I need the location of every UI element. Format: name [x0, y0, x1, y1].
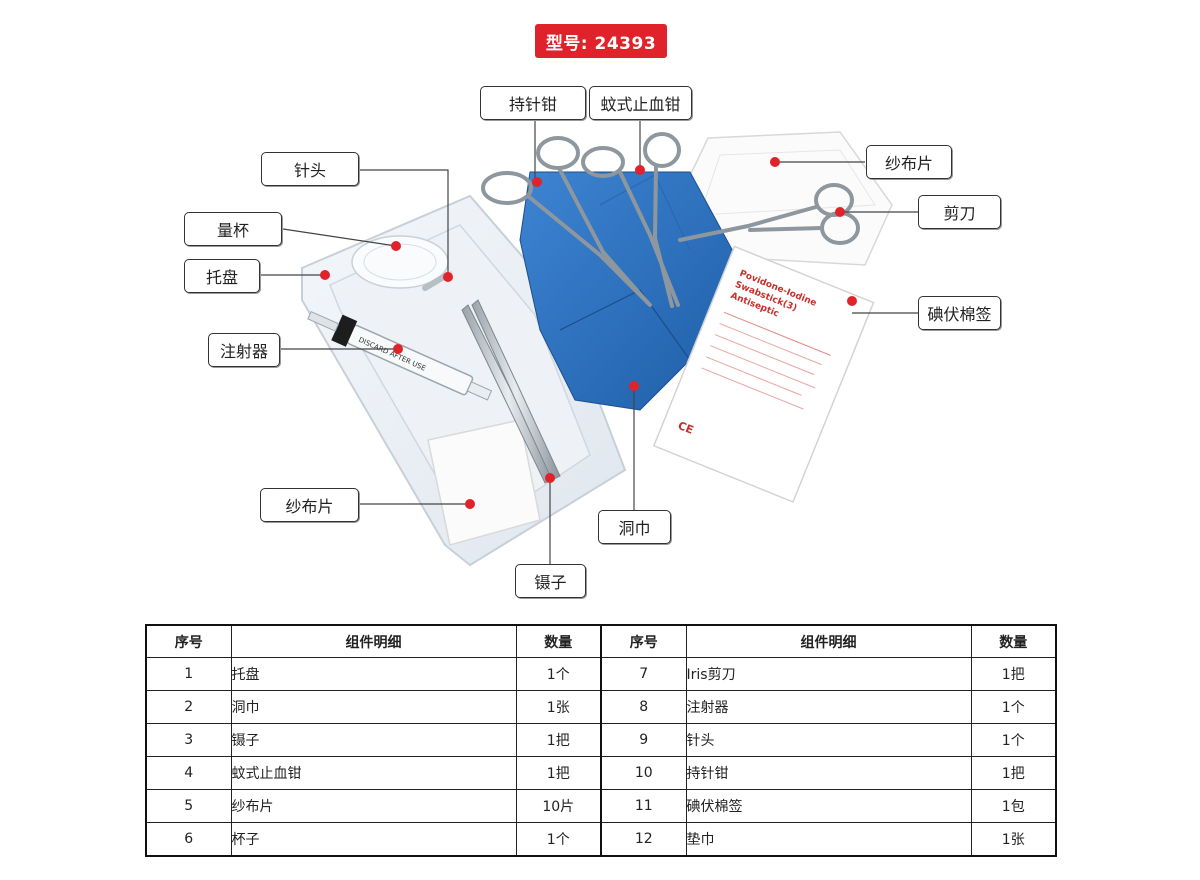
callout-tray: 托盘 — [184, 259, 260, 293]
callout-swabsticks: 碘伏棉签 — [918, 296, 1001, 330]
cell-component: 洞巾 — [230, 690, 517, 724]
cell-quantity: 1把 — [515, 723, 602, 757]
cell-quantity: 1个 — [515, 822, 602, 857]
table-row: 1 托盘 1个 7 Iris剪刀 1把 — [145, 657, 1057, 691]
callout-scissors: 剪刀 — [918, 195, 1001, 229]
cell-quantity: 1把 — [970, 657, 1057, 691]
cell-component: 持针钳 — [685, 756, 972, 790]
cell-quantity: 1个 — [970, 690, 1057, 724]
cell-index: 3 — [145, 723, 232, 757]
cell-quantity: 10片 — [515, 789, 602, 823]
cell-index: 5 — [145, 789, 232, 823]
swabstick-package: Povidone-Iodine Swabstick(3) Antiseptic … — [652, 245, 875, 503]
cell-component: 垫巾 — [685, 822, 972, 857]
cell-quantity: 1个 — [970, 723, 1057, 757]
mosquito-forceps-shape — [581, 132, 681, 308]
callout-gauze-top: 纱布片 — [866, 145, 952, 179]
callout-measuring-cup: 量杯 — [184, 212, 282, 246]
table-row: 3 镊子 1把 9 针头 1个 — [145, 723, 1057, 757]
cell-index: 4 — [145, 756, 232, 790]
header-component-right: 组件明细 — [685, 624, 972, 658]
table-row: 5 纱布片 10片 11 碘伏棉签 1包 — [145, 789, 1057, 823]
table-header-row: 序号 组件明细 数量 序号 组件明细 数量 — [145, 624, 1057, 658]
cell-component: 杯子 — [230, 822, 517, 857]
model-number-badge: 型号: 24393 — [535, 24, 667, 58]
cell-index: 6 — [145, 822, 232, 857]
callout-tweezers: 镊子 — [515, 564, 586, 598]
table-row: 2 洞巾 1张 8 注射器 1个 — [145, 690, 1057, 724]
callout-mosquito-forceps: 蚊式止血钳 — [589, 86, 692, 120]
product-illustration: Povidone-Iodine Swabstick(3) Antiseptic … — [259, 120, 918, 567]
header-quantity-right: 数量 — [970, 624, 1057, 658]
callout-drape: 洞巾 — [598, 510, 671, 544]
cell-component: 蚊式止血钳 — [230, 756, 517, 790]
cell-component: 注射器 — [685, 690, 972, 724]
cell-component: Iris剪刀 — [685, 657, 972, 691]
tweezers-shape — [461, 299, 561, 484]
cell-quantity: 1张 — [970, 822, 1057, 857]
cell-component: 针头 — [685, 723, 972, 757]
cell-component: 碘伏棉签 — [685, 789, 972, 823]
cell-index: 7 — [600, 657, 687, 691]
header-quantity-left: 数量 — [515, 624, 602, 658]
cell-index: 10 — [600, 756, 687, 790]
cell-index: 11 — [600, 789, 687, 823]
callout-needle: 针头 — [261, 152, 359, 186]
cell-quantity: 1把 — [515, 756, 602, 790]
gauze-shapes — [427, 131, 893, 546]
cell-component: 镊子 — [230, 723, 517, 757]
cell-quantity: 1把 — [970, 756, 1057, 790]
cell-component: 托盘 — [230, 657, 517, 691]
header-index-left: 序号 — [145, 624, 232, 658]
leader-lines — [259, 120, 918, 564]
components-table: 序号 组件明细 数量 序号 组件明细 数量 1 托盘 1个 7 Iris剪刀 1… — [145, 624, 1057, 857]
header-index-right: 序号 — [600, 624, 687, 658]
ce-mark: CE — [676, 419, 695, 437]
cell-index: 1 — [145, 657, 232, 691]
product-figure: Povidone-Iodine Swabstick(3) Antiseptic … — [184, 86, 1001, 598]
cell-quantity: 1包 — [970, 789, 1057, 823]
scissors-shape — [678, 183, 860, 245]
cell-quantity: 1张 — [515, 690, 602, 724]
header-component-left: 组件明细 — [230, 624, 517, 658]
table-row: 6 杯子 1个 12 垫巾 1张 — [145, 822, 1057, 857]
table-row: 4 蚊式止血钳 1把 10 持针钳 1把 — [145, 756, 1057, 790]
marker-dots — [320, 157, 857, 509]
cell-index: 8 — [600, 690, 687, 724]
cell-quantity: 1个 — [515, 657, 602, 691]
callout-needle-holder: 持针钳 — [480, 86, 586, 120]
cell-component: 纱布片 — [230, 789, 517, 823]
callout-gauze-bottom: 纱布片 — [260, 488, 359, 522]
callout-syringe: 注射器 — [208, 333, 280, 367]
cell-index: 9 — [600, 723, 687, 757]
needle-holder-shape — [481, 136, 652, 307]
cell-index: 2 — [145, 690, 232, 724]
cell-index: 12 — [600, 822, 687, 857]
